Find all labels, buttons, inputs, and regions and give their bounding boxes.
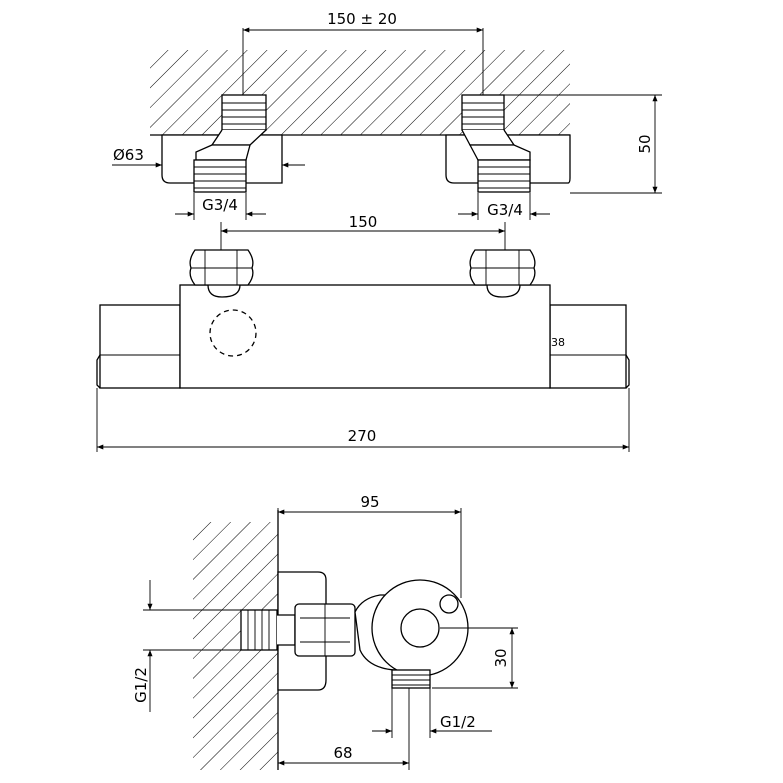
dim-cover-diameter-label: Ø63	[113, 146, 144, 164]
hidden-outlet-circle	[209, 309, 257, 357]
dim-depth-label: 50	[636, 134, 654, 153]
dim-inlet-thread-label: G1/2	[132, 667, 150, 703]
end-mark: 38	[551, 336, 565, 349]
dim-cover-diameter: Ø63	[112, 146, 305, 168]
left-end-cap	[96, 304, 181, 389]
right-eccentric-connector	[461, 94, 531, 193]
dim-outlet-distance-label: 68	[333, 744, 352, 762]
right-hex-nut	[469, 249, 536, 298]
side-view: 95 30 G1/2 G1/2 68	[132, 493, 518, 770]
knob-inner-circle	[400, 608, 440, 648]
dim-thread-left-label: G3/4	[202, 196, 238, 214]
dim-thread-right-label: G3/4	[487, 201, 523, 219]
left-hex-nut	[189, 249, 254, 298]
dim-outlet-offset-label: 30	[492, 648, 510, 667]
dim-outlet-distance: 68	[278, 688, 410, 770]
dim-outlet-thread-label: G1/2	[440, 713, 476, 731]
dim-thread-left: G3/4	[175, 193, 266, 220]
knob-indicator	[439, 594, 459, 614]
dim-center-distance-label: 150 ± 20	[327, 10, 397, 28]
dim-total-length-label: 270	[348, 427, 377, 445]
side-inlet-thread	[240, 609, 296, 651]
dim-projection-label: 95	[360, 493, 379, 511]
thermostat-body	[179, 284, 551, 389]
dim-center-distance: 150 ± 20	[242, 10, 484, 95]
left-eccentric-connector	[193, 94, 267, 193]
dim-inlet-distance: 150	[220, 213, 506, 250]
side-outlet-thread	[391, 669, 431, 689]
dim-thread-right: G3/4	[458, 193, 550, 220]
dim-total-length: 270	[96, 388, 630, 452]
dim-inlet-distance-label: 150	[349, 213, 378, 231]
dim-outlet-thread: G1/2	[372, 688, 492, 738]
right-end-cap	[549, 304, 630, 389]
top-wall-hatching	[150, 50, 570, 136]
dim-outlet-offset: 30	[432, 627, 518, 689]
top-view: 150 ± 20 50 Ø63 G3/4	[112, 10, 662, 220]
dim-projection: 95	[277, 493, 462, 598]
side-hex-nut	[294, 603, 356, 657]
front-view: 150	[96, 213, 630, 452]
dim-depth: 50	[504, 94, 662, 194]
dim-inlet-thread: G1/2	[132, 580, 241, 712]
